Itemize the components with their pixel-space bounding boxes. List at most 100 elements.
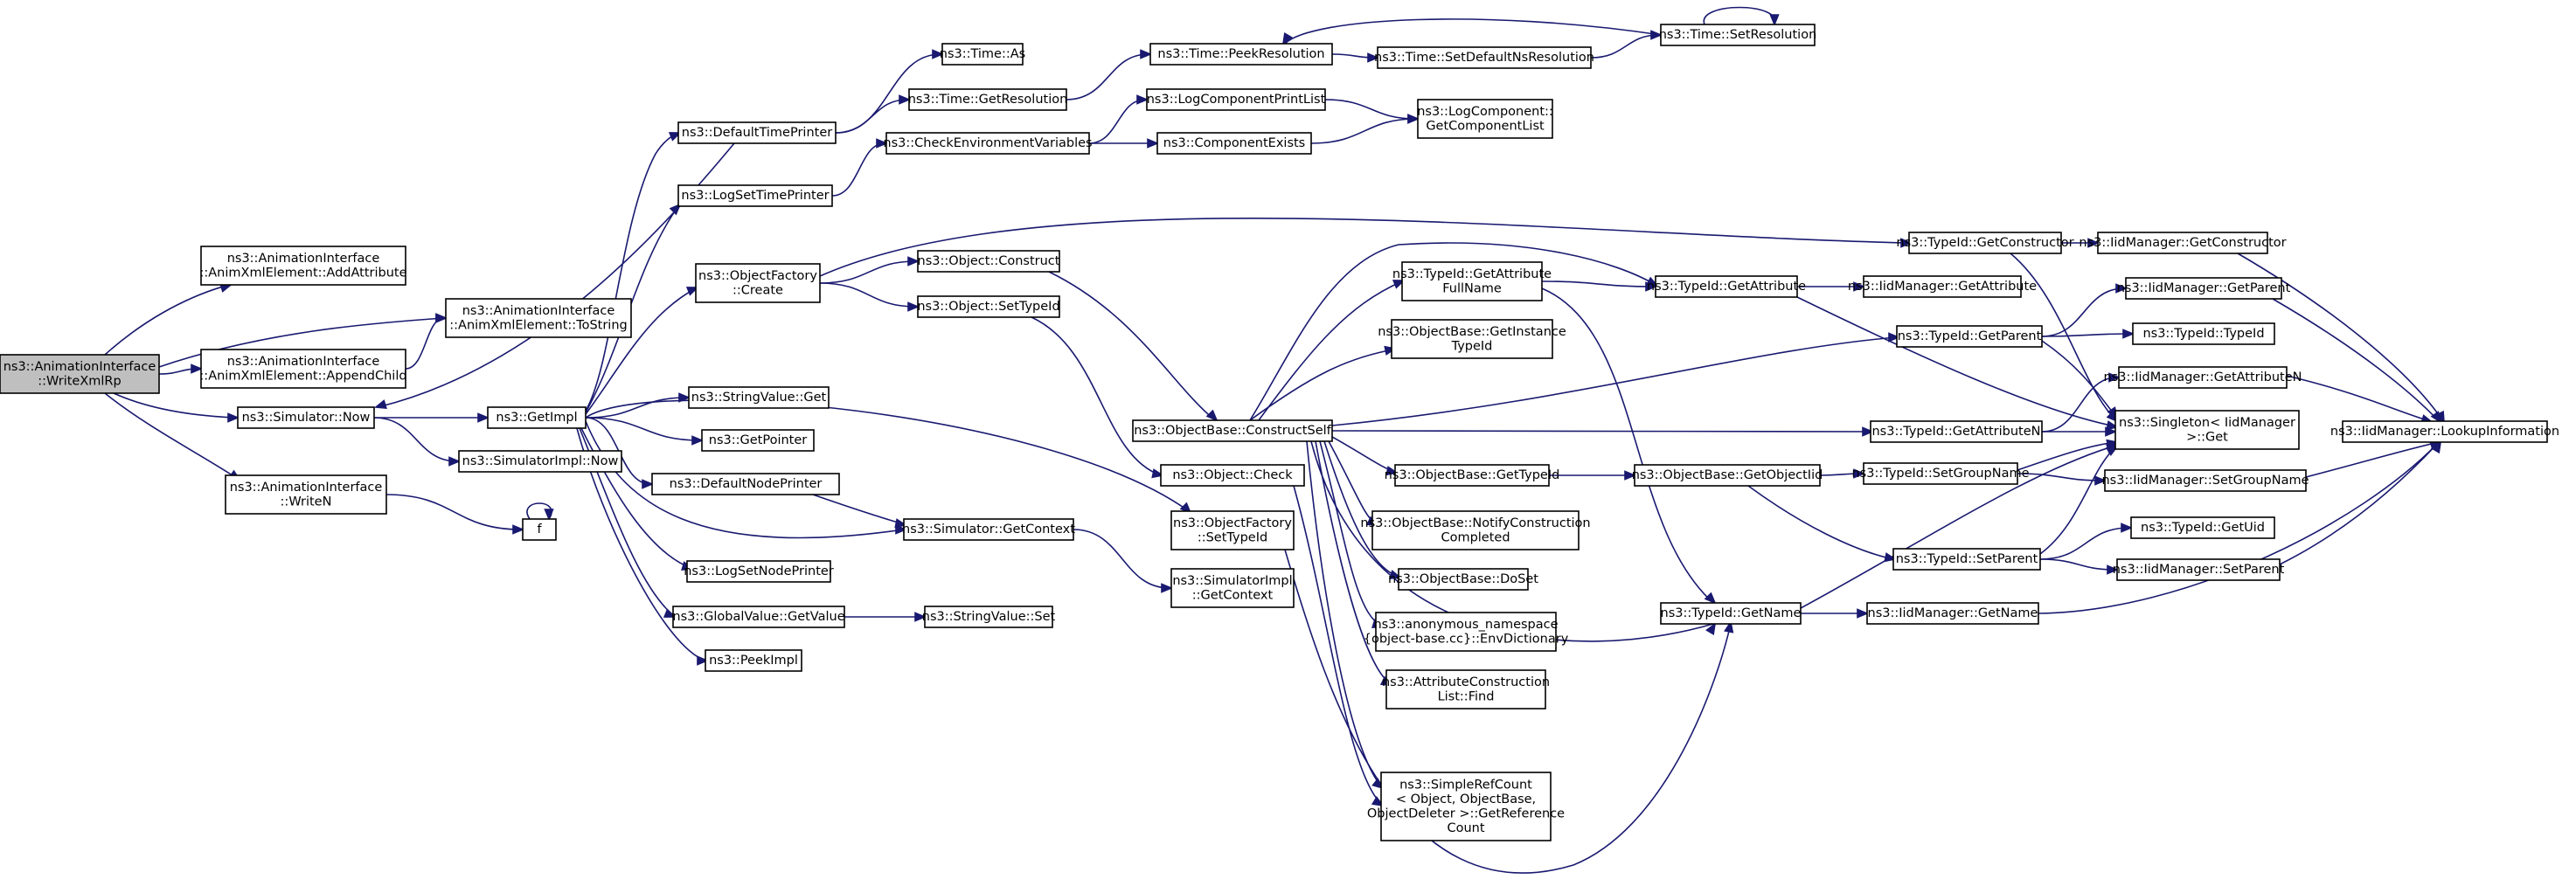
node-n55[interactable]: ns3::TypeId::SetGroupName — [1851, 462, 2030, 485]
node-n6[interactable]: ns3::GetImpl — [487, 406, 587, 429]
node-n46[interactable]: ns3::TypeId::GetAttributeN — [1870, 420, 2043, 443]
edge-line — [1310, 118, 1417, 144]
node-n57[interactable]: ns3::TypeId::SetParent — [1892, 548, 2041, 571]
node-n17[interactable]: ns3::PeekImpl — [705, 649, 802, 672]
edge-n5-n8 — [385, 494, 525, 535]
node-n58[interactable]: ns3::TypeId::GetUid — [2130, 516, 2275, 539]
node-n8[interactable]: f — [522, 518, 557, 541]
node-n39[interactable]: ns3::ObjectBase::DoSet — [1388, 568, 1538, 591]
edge-n28-n38 — [1328, 440, 1379, 526]
node-n26[interactable]: ns3::LogComponentPrintList — [1146, 88, 1326, 111]
node-n54[interactable]: ns3::Singleton< IidManager>::Get — [2114, 410, 2300, 450]
node-n50[interactable]: ns3::IidManager::GetAttribute — [1848, 275, 2037, 298]
edge-line — [1048, 271, 1216, 421]
node-box — [2118, 366, 2288, 389]
edge-line — [1331, 430, 1871, 433]
node-n15[interactable]: ns3::LogSetNodePrinter — [684, 560, 834, 583]
node-n27[interactable]: ns3::ComponentExists — [1156, 132, 1312, 155]
edge-arrowhead — [914, 612, 927, 622]
edge-n46-n54 — [2042, 426, 2118, 437]
node-n22[interactable]: ns3::Object::SetTypeId — [917, 295, 1060, 318]
node-n47[interactable]: ns3::ObjectBase::GetObjectIid — [1632, 464, 1823, 487]
edge-n10-n20 — [831, 138, 889, 197]
nodes-layer: ns3::AnimationInterface::WriteXmlRpns3::… — [0, 24, 2559, 841]
node-n7[interactable]: ns3::SimulatorImpl::Now — [458, 450, 622, 473]
node-label: ns3::IidManager::SetGroupName — [2101, 474, 2309, 488]
edge-arrowhead — [2430, 411, 2442, 424]
node-n61[interactable]: ns3::IidManager::LookupInformation — [2330, 420, 2559, 443]
node-n44[interactable]: ns3::TypeId::GetAttribute — [1647, 275, 1806, 298]
edge-arrowhead — [227, 412, 240, 423]
node-n3[interactable]: ns3::AnimationInterface::AnimXmlElement:… — [199, 349, 407, 389]
node-n25[interactable]: ns3::Time::PeekResolution — [1149, 43, 1333, 66]
node-box — [701, 429, 815, 452]
node-label: ns3::DefaultNodePrinter — [670, 477, 823, 491]
node-n37[interactable]: ns3::ObjectBase::GetTypeId — [1385, 464, 1560, 487]
node-n14[interactable]: ns3::DefaultNodePrinter — [651, 473, 840, 495]
node-n59[interactable]: ns3::IidManager::SetParent — [2113, 558, 2285, 581]
node-n30[interactable]: ns3::ObjectFactory::SetTypeId — [1170, 510, 1295, 550]
node-n45[interactable]: ns3::TypeId::GetParent — [1896, 325, 2043, 348]
node-n32[interactable]: ns3::Time::SetDefaultNsResolution — [1374, 46, 1594, 69]
edge-arrowhead — [2106, 420, 2120, 431]
node-n56[interactable]: ns3::IidManager::SetGroupName — [2101, 469, 2309, 492]
node-n9[interactable]: ns3::DefaultTimePrinter — [677, 121, 837, 144]
node-n51[interactable]: ns3::IidManager::GetParent — [2117, 277, 2291, 300]
node-n53[interactable]: ns3::IidManager::GetAttributeN — [2103, 366, 2302, 389]
edge-line — [835, 99, 908, 134]
node-n42[interactable]: ns3::SimpleRefCount< Object, ObjectBase,… — [1367, 772, 1565, 841]
edge-arrowhead — [448, 456, 462, 467]
node-n5[interactable]: ns3::AnimationInterface::WriteN — [225, 474, 387, 515]
node-n24[interactable]: ns3::StringValue::Set — [922, 606, 1056, 628]
node-n10[interactable]: ns3::LogSetTimePrinter — [677, 184, 833, 207]
node-label: ns3::StringValue::Set — [922, 610, 1056, 624]
node-n2[interactable]: ns3::AnimationInterface::AnimXmlElement:… — [445, 298, 632, 338]
edge-line — [819, 260, 917, 284]
node-label: ns3::AnimationInterface — [462, 304, 615, 318]
node-label: ns3::TypeId::SetParent — [1896, 552, 2038, 566]
node-n28[interactable]: ns3::ObjectBase::ConstructSelf — [1132, 419, 1333, 442]
node-box — [1908, 232, 2062, 254]
node-box — [1371, 510, 1580, 550]
node-n48[interactable]: ns3::TypeId::GetName — [1660, 602, 1802, 625]
node-n21[interactable]: ns3::Object::Construct — [917, 250, 1060, 273]
node-n23[interactable]: ns3::Simulator::GetContext — [902, 518, 1075, 541]
node-n13[interactable]: ns3::GetPointer — [701, 429, 815, 452]
node-n20[interactable]: ns3::CheckEnvironmentVariables — [883, 132, 1093, 155]
node-box — [885, 132, 1090, 155]
node-n43[interactable]: ns3::TypeId::GetConstructor — [1896, 232, 2074, 254]
node-label: ::WriteN — [281, 495, 332, 509]
edge-n47-n57 — [1747, 485, 1898, 563]
node-n33[interactable]: ns3::Time::SetResolution — [1659, 24, 1817, 46]
node-n4[interactable]: ns3::Simulator::Now — [237, 406, 375, 429]
edge-arrowhead — [1281, 31, 1293, 45]
node-n11[interactable]: ns3::ObjectFactory::Create — [695, 263, 821, 303]
node-n40[interactable]: ns3::anonymous_namespace{object-base.cc}… — [1364, 612, 1569, 652]
node-n19[interactable]: ns3::Time::GetResolution — [908, 88, 1068, 111]
node-n38[interactable]: ns3::ObjectBase::NotifyConstructionCompl… — [1360, 510, 1591, 550]
edge-n55-n54 — [2017, 439, 2120, 471]
node-n1[interactable]: ns3::AnimationInterface::AnimXmlElement:… — [199, 246, 407, 286]
edge-n28-n35 — [1258, 280, 1406, 421]
node-n52[interactable]: ns3::TypeId::TypeId — [2132, 322, 2275, 345]
node-n49[interactable]: ns3::IidManager::GetConstructor — [2079, 232, 2287, 254]
node-n60[interactable]: ns3::IidManager::GetName — [1866, 602, 2039, 625]
node-n29[interactable]: ns3::Object::Check — [1160, 464, 1305, 487]
node-box — [2342, 420, 2548, 443]
node-n12[interactable]: ns3::StringValue::Get — [688, 386, 830, 409]
edge-n46-n53 — [2041, 372, 2121, 433]
node-n0[interactable]: ns3::AnimationInterface::WriteXmlRp — [0, 354, 160, 394]
edge-line — [2041, 333, 2132, 337]
node-n18[interactable]: ns3::Time::As — [940, 43, 1025, 66]
edge-arrowhead — [1853, 281, 1866, 292]
edge-line — [1703, 6, 1776, 25]
node-n16[interactable]: ns3::GlobalValue::GetValue — [672, 606, 845, 628]
node-n31[interactable]: ns3::SimulatorImpl::GetContext — [1170, 568, 1295, 608]
edge-arrowhead — [1705, 622, 1717, 636]
edge-n25-n32 — [1331, 52, 1380, 63]
node-label: ns3::ObjectBase::DoSet — [1388, 572, 1538, 586]
node-n34[interactable]: ns3::LogComponent::GetComponentList — [1417, 99, 1553, 139]
